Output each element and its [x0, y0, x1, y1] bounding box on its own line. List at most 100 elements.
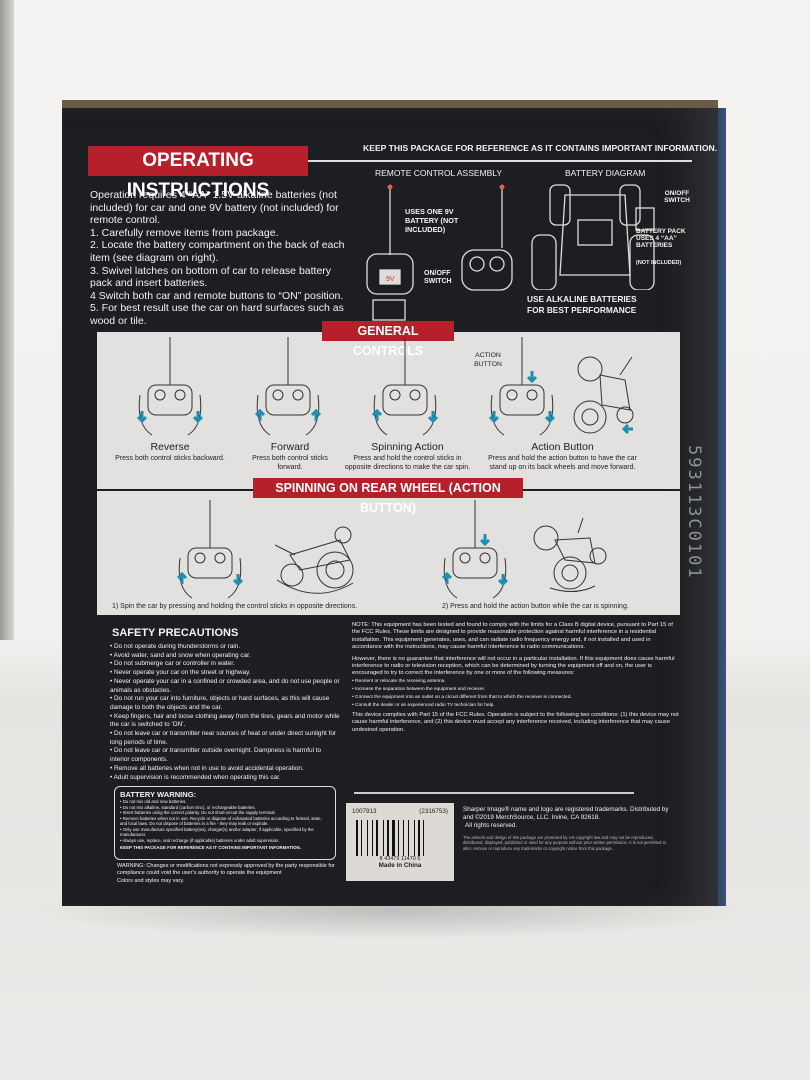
- battery-warning-list: Do not mix old and new batteries.Do not …: [120, 799, 330, 843]
- battery-warning-box: BATTERY WARNING: Do not mix old and new …: [114, 786, 336, 860]
- car-standing-illustration: [573, 356, 634, 435]
- list-item: Reorient or relocate the receiving anten…: [352, 678, 682, 686]
- barcode-bar: [379, 820, 382, 856]
- down-arrow-icon: [488, 411, 500, 424]
- side-code: 593113C0101: [684, 445, 704, 580]
- rights-reserved: All rights reserved.: [465, 822, 518, 829]
- up-arrow-icon: [310, 408, 322, 421]
- list-item: Do not operate during thunderstorms or r…: [110, 643, 340, 652]
- operating-text: Operation requires 4 “AA” 1.5V alkaline …: [90, 189, 355, 328]
- car-switch-label: ON/OFF SWITCH: [664, 190, 690, 204]
- remote-spin-step2: [435, 498, 515, 608]
- list-item: Do not mix old and new batteries.: [120, 799, 330, 805]
- car-battery-illustration: [531, 184, 655, 290]
- barcode: [356, 820, 444, 856]
- down-arrow-icon: [427, 411, 439, 424]
- remote-reverse: [130, 335, 210, 445]
- general-controls-panel: [97, 332, 680, 489]
- remote-spin-step1: [170, 498, 250, 608]
- step: 4 Switch both car and remote buttons to …: [90, 289, 344, 302]
- down-arrow-icon: [544, 411, 556, 424]
- list-item: Connect the equipment into an outlet on …: [352, 694, 682, 702]
- safety-list: Do not operate during thunderstorms or r…: [110, 643, 340, 782]
- barcode-bar: [392, 820, 395, 856]
- list-item: Adult supervision is recommended when op…: [110, 774, 340, 783]
- fcc-interference: However, there is no guarantee that inte…: [352, 655, 675, 677]
- battery-warning-title: BATTERY WARNING:: [120, 790, 197, 799]
- barcode-bar: [403, 820, 404, 856]
- remote-hands-icon: [254, 337, 322, 436]
- remote-hands-icon: [441, 500, 509, 599]
- list-item: Consult the dealer or an experienced rad…: [352, 702, 682, 710]
- battery-diagram-title: BATTERY DIAGRAM: [565, 168, 646, 178]
- step: 1. Carefully remove items from package.: [90, 226, 279, 239]
- alkaline-note: USE ALKALINE BATTERIES FOR BEST PERFORMA…: [527, 294, 637, 315]
- remote-assembly-illustration: 9V: [366, 184, 513, 321]
- up-arrow-icon: [254, 408, 266, 421]
- battery-pack-label: BATTERY PACK USES 4 “AA” BATTERIES: [636, 228, 686, 249]
- copyright-notice: The artwork and design of this package a…: [463, 835, 666, 851]
- keep-package-notice: KEEP THIS PACKAGE FOR REFERENCE AS IT CO…: [363, 143, 718, 153]
- fcc-note: NOTE: This equipment has been tested and…: [352, 622, 673, 651]
- barcode-bar: [418, 820, 420, 856]
- barcode-bar: [356, 820, 358, 856]
- general-controls-title: GENERAL CONTROLS: [322, 321, 454, 358]
- barcode-bar: [425, 820, 427, 856]
- divider: [354, 792, 634, 794]
- list-item: Increase the separation between the equi…: [352, 686, 682, 694]
- remote-hands-icon: [371, 337, 439, 436]
- spinning-title: SPINNING ON REAR WHEEL (ACTION BUTTON): [253, 478, 523, 515]
- remote-forward: [248, 335, 328, 445]
- fcc-compliance: This device complies with Part 15 of the…: [352, 711, 679, 733]
- divider: [308, 160, 692, 162]
- barcode-bar: [361, 820, 362, 856]
- colors-note: Colors and styles may vary.: [117, 878, 185, 884]
- remote-action-button: [482, 335, 562, 445]
- down-arrow-icon: [479, 534, 491, 547]
- step: 5. For best result use the car on hard s…: [90, 302, 344, 327]
- remote-battery-label: USES ONE 9V BATTERY (NOT INCLUDED): [405, 207, 459, 234]
- spinning-step-1: 1) Spin the car by pressing and holding …: [112, 603, 358, 610]
- list-item: Remove all batteries when not in use to …: [110, 765, 340, 774]
- battery-mark: 9V: [386, 276, 395, 283]
- operating-instructions-title: OPERATING INSTRUCTIONS: [88, 146, 308, 201]
- barcode-bar: [367, 820, 368, 856]
- step: 3. Swivel latches on bottom of car to re…: [90, 264, 332, 290]
- barcode-bar: [385, 820, 386, 856]
- trademark-notice: Sharper Image® name and logo are registe…: [463, 806, 669, 821]
- item-code: (2316753): [419, 808, 448, 815]
- battery-warning-footer: KEEP THIS PACKAGE FOR REFERENCE AS IT CO…: [120, 845, 301, 850]
- list-item: Remove batteries when not in use. Recycl…: [120, 816, 330, 827]
- remote-hands-icon: [136, 337, 204, 436]
- list-item: Insert batteries using the correct polar…: [120, 810, 330, 816]
- barcode-bar: [421, 820, 422, 856]
- barcode-bar: [390, 820, 391, 856]
- action-button-label: ACTION BUTTON: [474, 352, 502, 368]
- down-arrow-icon: [232, 574, 244, 587]
- list-item: Do not leave car or transmitter outside …: [110, 747, 340, 764]
- fcc-statement: NOTE: This equipment has been tested and…: [352, 622, 682, 734]
- barcode-bar: [414, 820, 415, 856]
- operating-intro: Operation requires 4 “AA” 1.5V alkaline …: [90, 189, 339, 227]
- barcode-bar: [398, 820, 399, 856]
- barcode-bar: [372, 820, 373, 856]
- barcode-bar: [363, 820, 366, 856]
- step: 2. Locate the battery compartment on the…: [90, 239, 345, 264]
- list-item: Do not mix alkaline, standard (carbon-zi…: [120, 805, 330, 811]
- remote-hands-icon: [176, 500, 244, 599]
- barcode-bar: [359, 820, 360, 856]
- barcode-label: 1007913(2316753) 8 43479 11470 6 Made in…: [346, 803, 454, 881]
- remote-switch-label: ON/OFF SWITCH: [424, 270, 452, 285]
- barcode-bar: [383, 820, 384, 856]
- down-arrow-icon: [497, 574, 509, 587]
- list-item: Never operate your car on the street or …: [110, 669, 340, 678]
- list-item: Do not submerge car or controller in wat…: [110, 660, 340, 669]
- spinning-panel: [97, 491, 680, 615]
- barcode-bar: [400, 820, 402, 856]
- warning-block: WARNING: Changes or modifications not ex…: [117, 863, 342, 885]
- down-arrow-icon: [526, 371, 538, 384]
- origin: Made in China: [378, 862, 422, 869]
